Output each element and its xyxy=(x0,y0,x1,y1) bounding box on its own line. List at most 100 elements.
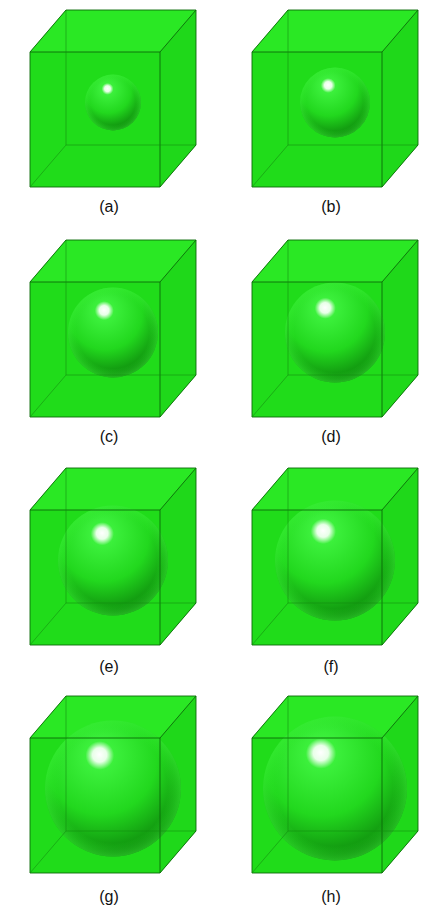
cube-edge xyxy=(288,240,418,241)
cube-edge xyxy=(382,10,418,52)
cube-edge xyxy=(252,645,382,646)
cube-edge xyxy=(30,738,31,873)
cube-edge xyxy=(252,282,253,417)
sphere xyxy=(58,506,168,616)
cube-edge xyxy=(252,375,288,417)
cube-edge xyxy=(288,145,418,146)
cube-edge xyxy=(30,282,31,417)
cube-side-face xyxy=(160,10,196,187)
sphere xyxy=(68,288,158,378)
cube-panel xyxy=(30,696,196,873)
cube-edge xyxy=(30,873,160,874)
cube-edge xyxy=(196,468,197,603)
cube-edge xyxy=(66,375,196,376)
cube-edge xyxy=(288,375,418,376)
sphere xyxy=(275,501,395,621)
cube-edge xyxy=(418,240,419,375)
cube-edge xyxy=(160,738,161,873)
panel-label: (h) xyxy=(321,888,341,906)
cube-front-face xyxy=(252,52,382,187)
cube-edge xyxy=(288,240,289,375)
cube-edge xyxy=(196,10,197,145)
cube-edge xyxy=(66,10,196,11)
cube-edge xyxy=(30,510,160,511)
cube-edge xyxy=(30,831,66,873)
sphere-rim xyxy=(45,721,181,857)
cube-panel xyxy=(30,468,196,645)
cube-edge xyxy=(160,375,196,417)
cube-edge xyxy=(30,417,160,418)
panel-label: (g) xyxy=(99,888,119,906)
cube-edge xyxy=(252,873,382,874)
cube-edge xyxy=(382,510,383,645)
panel-label: (d) xyxy=(321,428,341,446)
cube-body xyxy=(30,696,196,873)
cube-panel xyxy=(30,240,196,417)
cube-edge xyxy=(382,52,383,187)
cube-edge xyxy=(252,240,288,282)
cube-body xyxy=(30,10,196,187)
cube-edge xyxy=(252,468,288,510)
cube-edge xyxy=(418,468,419,603)
cube-edge xyxy=(252,145,288,187)
cube-side-face xyxy=(382,240,418,417)
cube-edge xyxy=(252,696,288,738)
cube-edge xyxy=(160,510,161,645)
cube-edge xyxy=(382,282,383,417)
cube-panel xyxy=(252,240,418,417)
cube-edge xyxy=(66,831,196,832)
panel-label: (b) xyxy=(321,198,341,216)
cube-edge xyxy=(160,603,196,645)
cube-front-face xyxy=(30,52,160,187)
cube-edge xyxy=(160,240,196,282)
cube-front-face xyxy=(30,282,160,417)
cube-edge xyxy=(66,10,67,145)
cube-edge xyxy=(66,696,196,697)
cube-edge xyxy=(30,510,31,645)
cube-edge xyxy=(30,645,160,646)
cube-edge xyxy=(382,696,418,738)
cube-edge xyxy=(66,145,196,146)
cube-edge xyxy=(160,831,196,873)
cube-edge xyxy=(418,10,419,145)
panel-label: (e) xyxy=(99,658,119,676)
cube-edge xyxy=(288,696,289,831)
cube-side-face xyxy=(160,240,196,417)
cube-edge xyxy=(288,831,418,832)
cube-edge xyxy=(30,52,160,53)
cube-body xyxy=(30,240,196,417)
cube-edge xyxy=(160,145,196,187)
cube-edge xyxy=(382,468,418,510)
cube-edge xyxy=(30,738,160,739)
cube-edge xyxy=(252,738,382,739)
sphere xyxy=(85,75,141,131)
sphere-rim xyxy=(68,288,158,378)
cube-edge xyxy=(288,10,289,145)
cube-edge xyxy=(382,375,418,417)
cube-edge xyxy=(252,187,382,188)
cube-edge xyxy=(288,10,418,11)
cube-edge xyxy=(30,603,66,645)
sphere-rim xyxy=(300,68,370,138)
sphere-rim xyxy=(58,506,168,616)
cube-edge xyxy=(288,696,418,697)
cube-body xyxy=(252,468,418,645)
cube-edge xyxy=(288,468,418,469)
cube-panel xyxy=(252,10,418,187)
cube-edge xyxy=(30,696,66,738)
cube-panel xyxy=(30,10,196,187)
sphere xyxy=(300,68,370,138)
cube-edge xyxy=(66,468,67,603)
cube-body xyxy=(30,468,196,645)
cube-edge xyxy=(30,468,66,510)
cube-edge xyxy=(418,696,419,831)
cube-edge xyxy=(382,831,418,873)
cube-edge xyxy=(288,468,289,603)
cube-edge xyxy=(30,240,66,282)
sphere xyxy=(45,721,181,857)
cube-edge xyxy=(288,603,418,604)
panel-label: (c) xyxy=(100,428,119,446)
cube-panel xyxy=(252,696,418,873)
cube-edge xyxy=(196,696,197,831)
